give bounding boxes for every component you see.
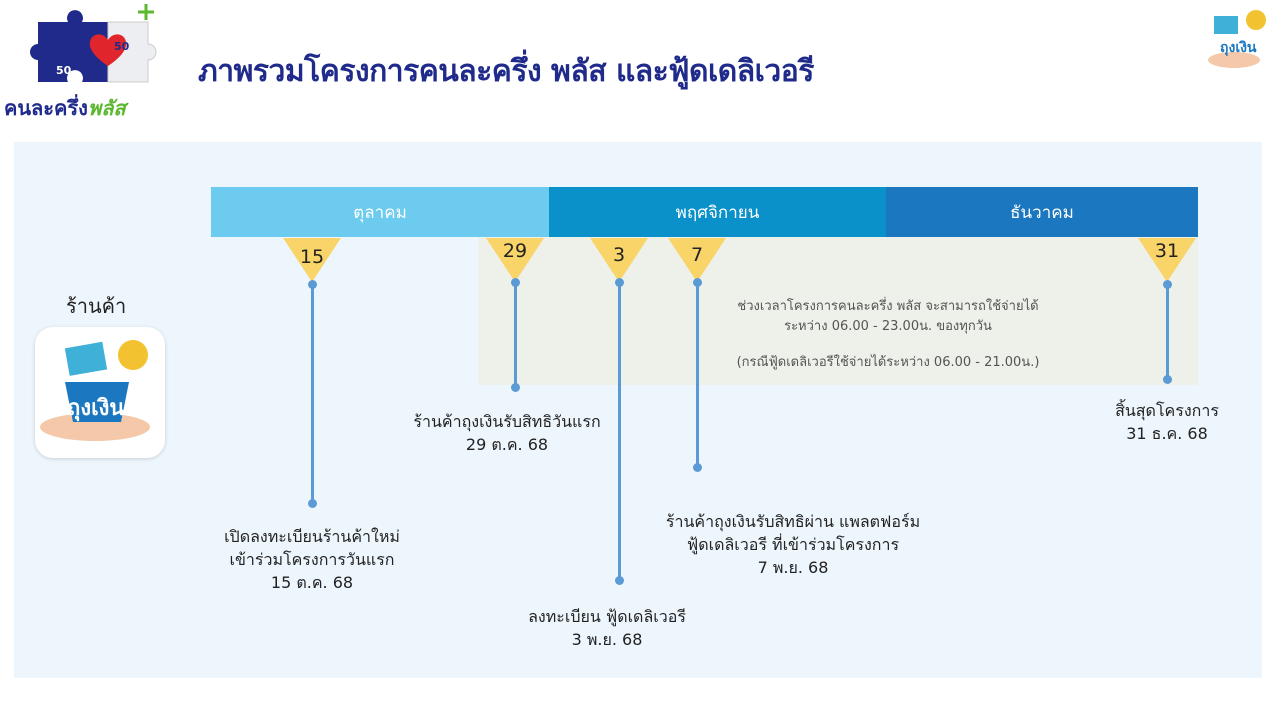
thung-ngoen-logo-icon: ถุงเงิน bbox=[1204, 2, 1274, 72]
month-december: ธันวาคม bbox=[886, 187, 1198, 237]
milestone-label: ลงทะเบียน ฟู้ดเดลิเวอรี 3 พ.ย. 68 bbox=[528, 605, 686, 651]
milestone-dot bbox=[693, 463, 702, 472]
logo-text-plus: พลัส bbox=[87, 96, 126, 120]
milestone-label: ร้านค้าถุงเงินรับสิทธิวันแรก 29 ต.ค. 68 bbox=[413, 410, 600, 456]
milestone-marker bbox=[1138, 238, 1196, 282]
milestone-line bbox=[1166, 284, 1169, 379]
milestone-line bbox=[514, 282, 517, 387]
app-name: ถุงเงิน bbox=[67, 396, 124, 422]
milestone-dot bbox=[511, 383, 520, 392]
month-label: พฤศจิกายน bbox=[675, 202, 760, 223]
usage-hours-note: ช่วงเวลาโครงการคนละครึ่ง พลัส จะสามารถใช… bbox=[737, 297, 1040, 373]
milestone-dot bbox=[1163, 375, 1172, 384]
note-line: (กรณีฟู้ดเดลิเวอรีใช้จ่ายได้ระหว่าง 06.0… bbox=[736, 355, 1040, 370]
label-line: เข้าร่วมโครงการวันแรก bbox=[229, 550, 395, 569]
note-line: ระหว่าง 06.00 - 23.00น. ของทุกวัน bbox=[784, 319, 992, 334]
label-date: 31 ธ.ค. 68 bbox=[1126, 424, 1208, 443]
label-date: 7 พ.ย. 68 bbox=[757, 558, 829, 577]
logo-number: 50 bbox=[56, 64, 72, 77]
logo-number: 50 bbox=[114, 40, 130, 53]
page-title: ภาพรวมโครงการคนละครึ่ง พลัส และฟู้ดเดลิเ… bbox=[198, 54, 814, 89]
milestone-dot bbox=[308, 499, 317, 508]
label-date: 3 พ.ย. 68 bbox=[571, 630, 643, 649]
label-date: 29 ต.ค. 68 bbox=[465, 435, 549, 454]
milestone-marker bbox=[590, 238, 648, 282]
label-line: ร้านค้าถุงเงินรับสิทธิวันแรก bbox=[413, 412, 601, 431]
milestone-day: 15 bbox=[299, 246, 325, 268]
milestone-label: ร้านค้าถุงเงินรับสิทธิผ่าน แพลตฟอร์มฟู้ด… bbox=[666, 510, 920, 579]
month-label: ธันวาคม bbox=[1010, 202, 1074, 223]
corner-logo-text: ถุงเงิน bbox=[1220, 40, 1257, 56]
milestone-marker bbox=[283, 238, 341, 282]
note-line: ช่วงเวลาโครงการคนละครึ่ง พลัส จะสามารถใช… bbox=[737, 299, 1039, 314]
milestone-day: 7 bbox=[690, 244, 704, 266]
milestone-marker bbox=[668, 238, 726, 282]
logo-text-main: คนละครึ่ง bbox=[4, 96, 88, 120]
label-line: ลงทะเบียน ฟู้ดเดลิเวอรี bbox=[528, 607, 686, 626]
milestone-day: 3 bbox=[612, 244, 626, 266]
label-line: สิ้นสุดโครงการ bbox=[1115, 401, 1219, 420]
milestone-day: 31 bbox=[1154, 240, 1180, 262]
milestone-line bbox=[618, 282, 621, 580]
milestone-line bbox=[696, 282, 699, 467]
month-label: ตุลาคม bbox=[353, 202, 407, 223]
milestone-day: 29 bbox=[502, 240, 528, 262]
label-line: ร้านค้าถุงเงินรับสิทธิผ่าน แพลตฟอร์ม bbox=[665, 512, 921, 531]
label-line: เปิดลงทะเบียนร้านค้าใหม่ bbox=[224, 527, 400, 546]
label-line: ฟู้ดเดลิเวอรี ที่เข้าร่วมโครงการ bbox=[686, 535, 900, 554]
milestone-label: เปิดลงทะเบียนร้านค้าใหม่เข้าร่วมโครงการว… bbox=[224, 525, 400, 594]
logo-text: คนละครึ่งพลัส bbox=[4, 92, 126, 124]
month-october: ตุลาคม bbox=[211, 187, 549, 237]
thung-ngoen-app-icon: ถุงเงิน bbox=[35, 327, 165, 458]
puzzle-logo-icon: 50 50 bbox=[30, 4, 157, 83]
milestone-marker bbox=[486, 238, 544, 282]
month-november: พฤศจิกายน bbox=[549, 187, 886, 237]
milestone-label: สิ้นสุดโครงการ 31 ธ.ค. 68 bbox=[1115, 399, 1219, 445]
label-date: 15 ต.ค. 68 bbox=[270, 573, 354, 592]
milestone-dot bbox=[615, 576, 624, 585]
milestone-line bbox=[311, 284, 314, 503]
shop-label: ร้านค้า bbox=[66, 294, 127, 318]
